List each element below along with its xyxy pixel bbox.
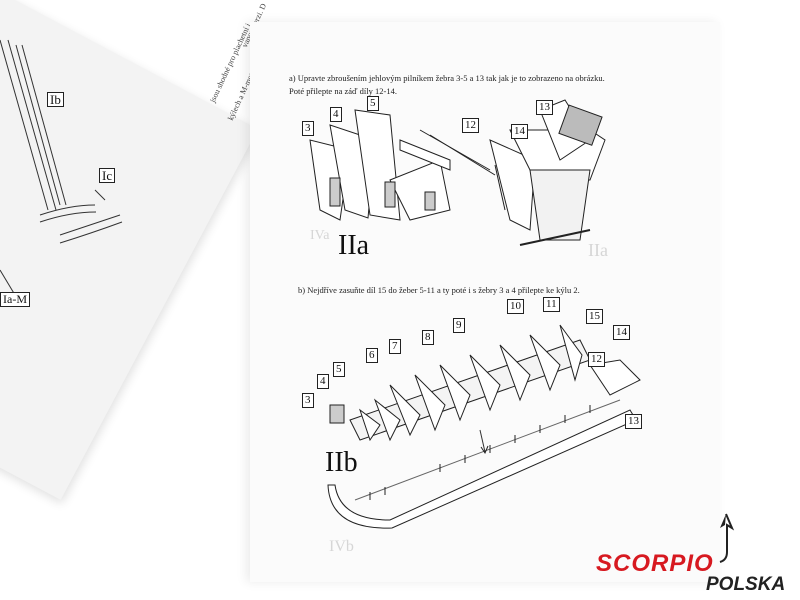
callout-iib-4: 4: [317, 374, 329, 389]
callout-iib-15: 15: [586, 309, 603, 324]
figure-iia-drawing: [309, 99, 606, 246]
figure-iib-drawing: [327, 324, 641, 529]
logo-brand-text: SCORPIO: [596, 550, 714, 577]
callout-iib-7: 7: [389, 339, 401, 354]
label-ib: Ib: [47, 92, 64, 107]
callout-iib-13: 13: [625, 414, 642, 429]
callout-iia-12: 12: [462, 118, 479, 133]
callout-iib-9: 9: [453, 318, 465, 333]
callout-iia-5: 5: [367, 96, 379, 111]
callout-iib-8: 8: [422, 330, 434, 345]
callout-iia-14: 14: [511, 124, 528, 139]
ghost-ivb-label: IVb: [329, 538, 354, 555]
logo-sub-text: POLSKA: [706, 574, 786, 595]
callout-iib-12: 12: [588, 352, 605, 367]
scorpion-tail-icon: [719, 513, 735, 563]
left-page-drawing: [0, 39, 123, 296]
callout-iia-4: 4: [330, 107, 342, 122]
callout-iib-3: 3: [302, 393, 314, 408]
label-ia-m: Ia-M: [0, 292, 30, 307]
step-a-text-line2: Poté přilepte na záď díly 12-14.: [289, 86, 397, 96]
figure-iia-label: IIa: [338, 230, 370, 261]
callout-iia-13: 13: [536, 100, 553, 115]
ghost-iia-label: IIa: [588, 240, 608, 260]
callout-iib-14: 14: [613, 325, 630, 340]
step-b-text: b) Nejdříve zasuňte díl 15 do žeber 5-11…: [298, 285, 580, 295]
callout-iib-10: 10: [507, 299, 524, 314]
label-ic: Ic: [99, 168, 116, 183]
figure-iib-label: IIb: [325, 447, 358, 478]
callout-iib-11: 11: [543, 297, 560, 312]
step-a-text-line1: a) Upravte zbroušením jehlovým pilníkem …: [289, 73, 605, 83]
callout-iib-6: 6: [366, 348, 378, 363]
callout-iia-3: 3: [302, 121, 314, 136]
ghost-iva-label: IVa: [310, 228, 330, 243]
callout-iib-5: 5: [333, 362, 345, 377]
scorpio-polska-logo: SCORPIO POLSKA: [596, 513, 800, 600]
